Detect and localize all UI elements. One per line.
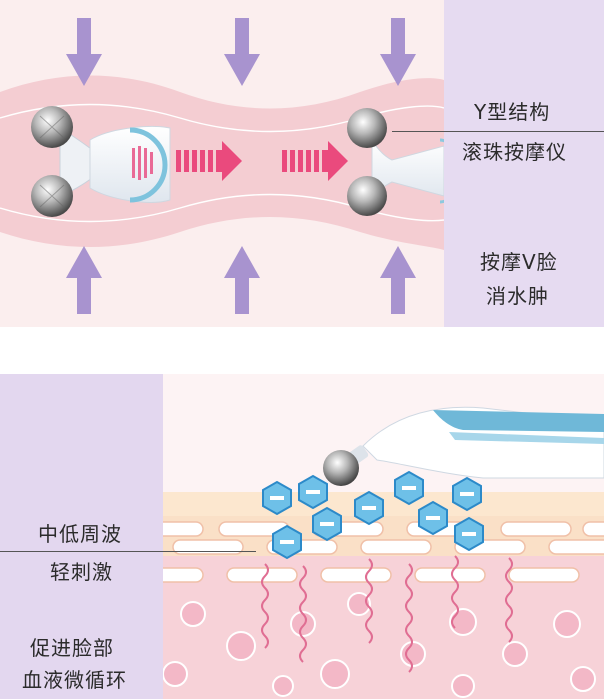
bottom-panel: 中低周波 轻刺激 促进脸部 血液微循环 — [0, 374, 604, 699]
top-panel: Y型结构 滚珠按摩仪 按摩V脸 消水肿 — [0, 0, 604, 327]
negative-ion-icon — [298, 474, 328, 510]
ion-grille-icon — [132, 146, 153, 180]
negative-ion-icon — [262, 480, 292, 516]
roller-ball-icon — [347, 176, 387, 216]
motion-arrow-icon — [176, 141, 242, 181]
arrow-up-icon — [224, 246, 260, 314]
roller-device — [323, 406, 604, 486]
callout-line — [0, 551, 256, 552]
arrow-up-icon — [66, 246, 102, 314]
negative-ion-icon — [418, 500, 448, 536]
label-roller: 滚珠按摩仪 — [462, 140, 567, 164]
bottom-side-panel — [0, 374, 163, 699]
arrow-down-icon — [380, 18, 416, 86]
negative-ion-icon — [454, 516, 484, 552]
roller-ball-icon — [347, 108, 387, 148]
wave-line — [0, 103, 444, 133]
label-wave-line2: 轻刺激 — [50, 560, 113, 584]
label-effect-line1: 按摩V脸 — [480, 250, 558, 274]
arrow-up-icon — [380, 246, 416, 314]
negative-ion-icon — [272, 524, 302, 560]
skin-illustration — [163, 374, 604, 699]
down-arrows — [66, 18, 416, 86]
top-side-panel — [444, 0, 604, 327]
arrow-down-icon — [224, 18, 260, 86]
roller-device-right — [347, 108, 444, 216]
roller-device-left — [31, 106, 171, 217]
roller-illustration — [0, 0, 444, 327]
wave-line — [0, 193, 444, 223]
roller-ball-icon — [323, 450, 359, 486]
label-structure: Y型结构 — [474, 100, 551, 124]
callout-line — [392, 131, 604, 132]
arrow-down-icon — [66, 18, 102, 86]
label-blood-line2: 血液微循环 — [22, 668, 127, 692]
label-blood-line1: 促进脸部 — [30, 636, 114, 660]
panel-divider — [0, 327, 604, 374]
dermis-cells — [163, 592, 596, 698]
ions — [262, 470, 484, 560]
negative-ion-icon — [394, 470, 424, 506]
negative-ion-icon — [452, 476, 482, 512]
label-effect-line2: 消水肿 — [486, 284, 549, 308]
up-arrows — [66, 246, 416, 314]
skin-cells — [163, 521, 604, 583]
label-wave-line1: 中低周波 — [38, 522, 122, 546]
motion-arrow-icon — [282, 141, 348, 181]
negative-ion-icon — [354, 490, 384, 526]
current-waves — [261, 555, 513, 673]
negative-ion-icon — [312, 506, 342, 542]
